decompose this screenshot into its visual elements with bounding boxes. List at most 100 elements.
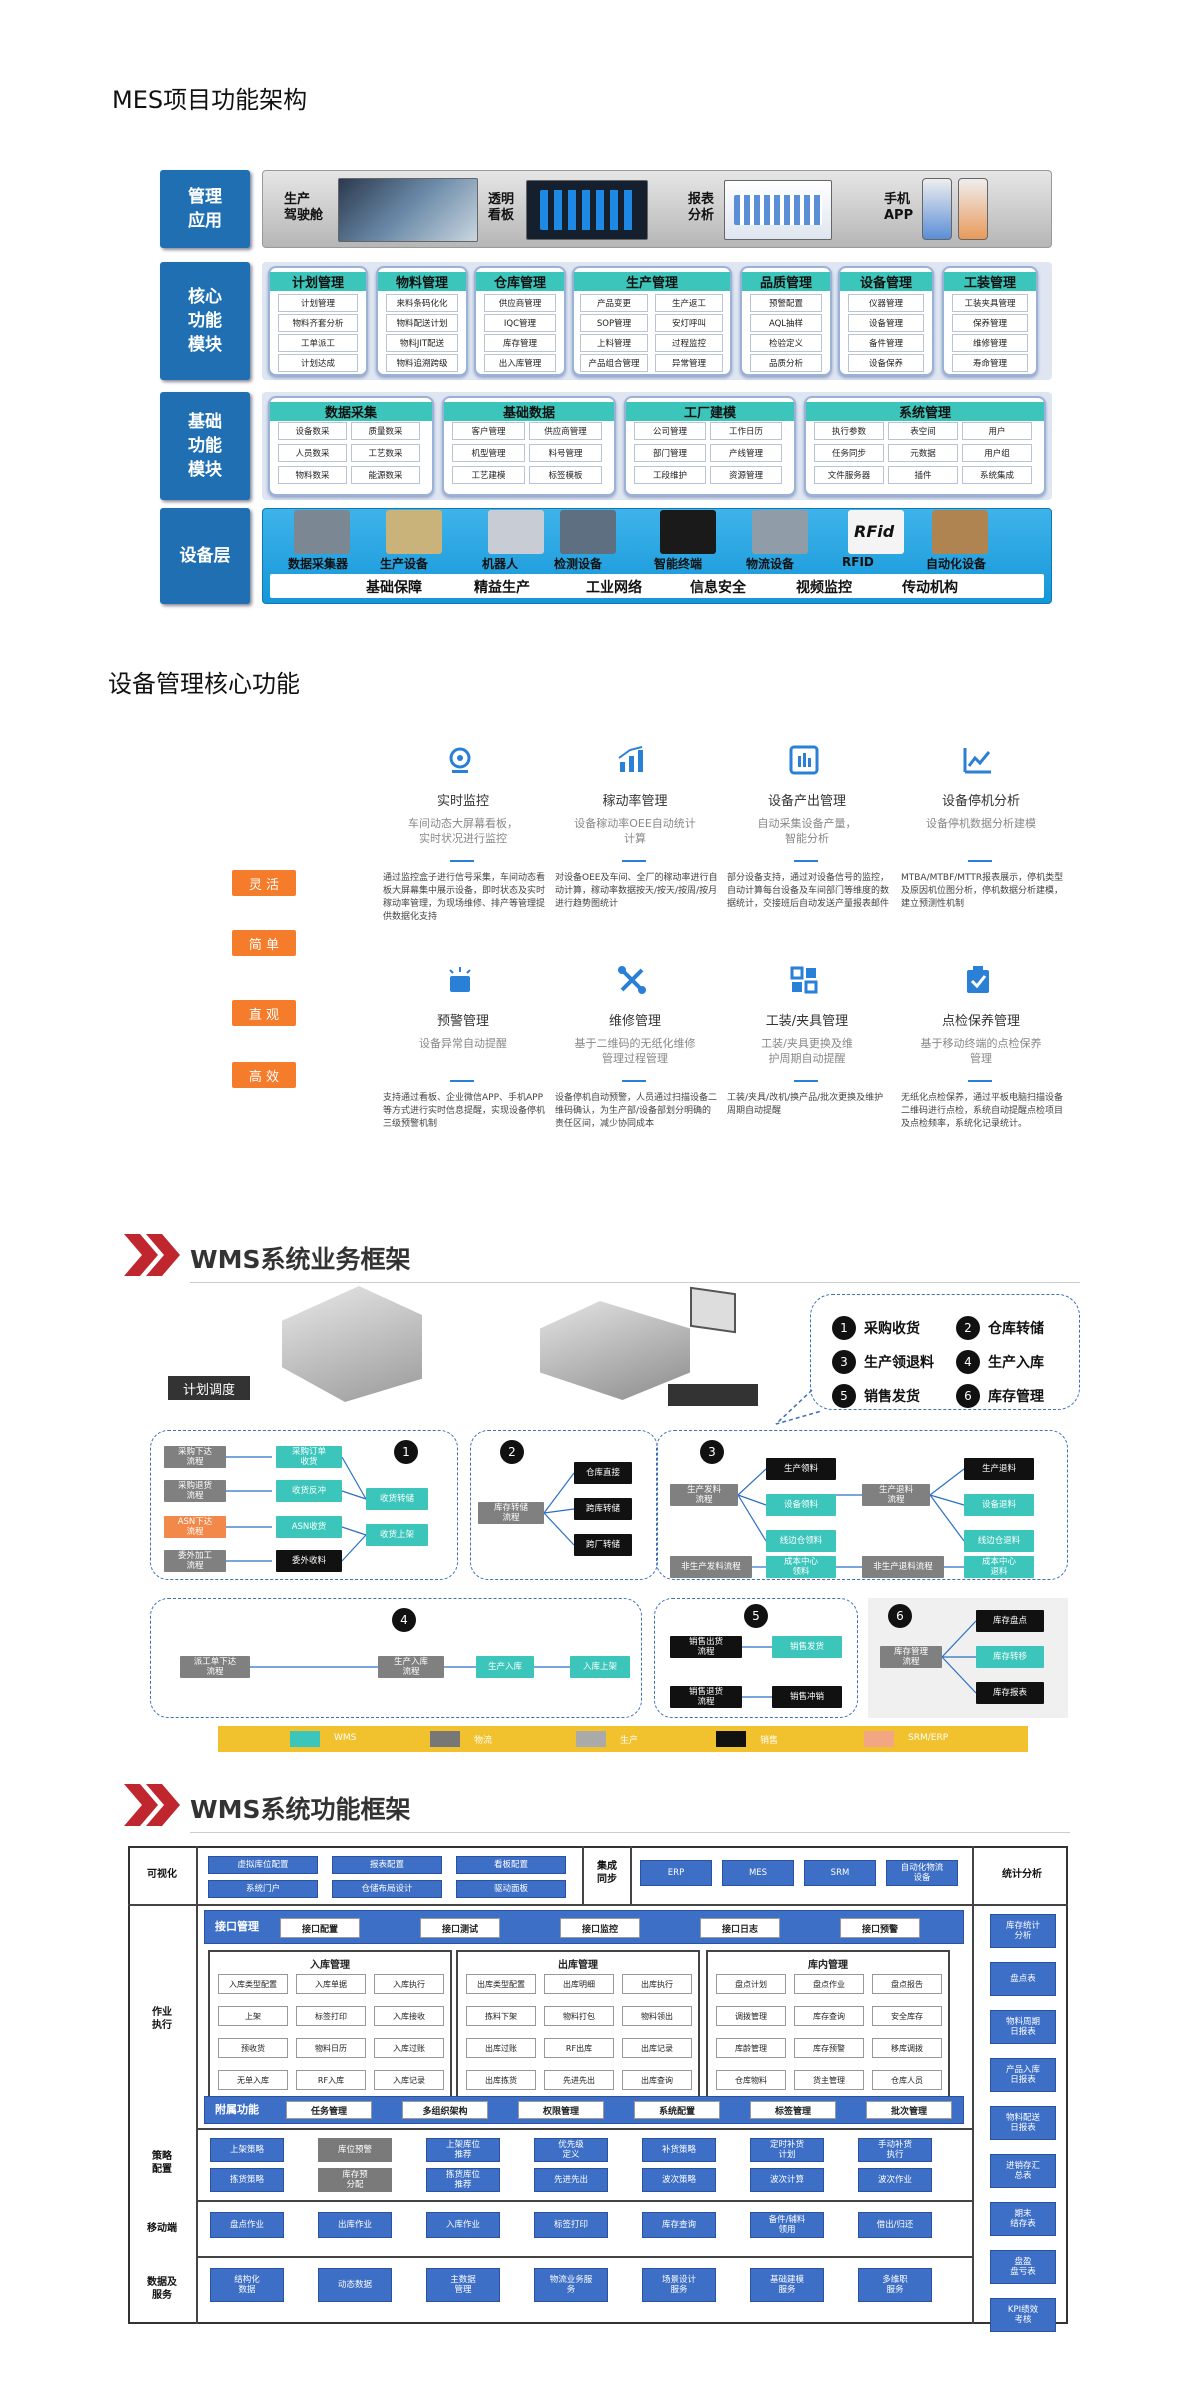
base-sub-item: 工段维护 (634, 466, 706, 484)
base-sub-item: 部门管理 (634, 444, 706, 462)
base-module: 数据采集设备数采质量数采人员数采工艺数采物料数采能源数采 (268, 396, 434, 496)
iface-item: 接口配置 (280, 1918, 360, 1938)
flow-step: 销售冲销 (772, 1686, 842, 1708)
device-label: 智能终端 (654, 557, 703, 571)
mobile-item: 入库作业 (426, 2212, 500, 2238)
core-module-title: 工装管理 (944, 272, 1036, 291)
function-description: 支持通过看板、企业微信APP、手机APP等方式进行实时信息提醒，实现设备停机三级… (383, 1093, 546, 1129)
aux-item: 系统配置 (634, 2101, 720, 2119)
section-2 (470, 1430, 658, 1580)
iface-item: 接口预警 (840, 1918, 920, 1938)
rfid-logo-text: RFid (854, 522, 895, 541)
core-sub-item: 备件管理 (848, 334, 924, 352)
mgmt-item: 货主管理 (794, 2070, 864, 2090)
frame-line (196, 2200, 972, 2202)
core-sub-item: 生产返工 (655, 294, 723, 312)
data-item: 多维职 服务 (858, 2268, 932, 2302)
app-board-label: 透明 看板 (488, 192, 515, 223)
footer-swatch (290, 1731, 320, 1747)
flow-step: ASN收货 (276, 1516, 342, 1538)
function-title: 设备产出管理 (767, 794, 846, 809)
stat-item: 盘盈 盘亏表 (990, 2250, 1056, 2284)
core-module-title: 品质管理 (742, 272, 830, 291)
foot-item: 视频监控 (796, 580, 852, 596)
base-sub-item: 设备数采 (278, 422, 347, 440)
core-module-title: 物料管理 (378, 272, 466, 291)
feature-tag: 灵 活 (232, 870, 296, 896)
core-sub-item: 工单派工 (278, 334, 358, 352)
mgmt-item: 先进先出 (544, 2070, 614, 2090)
stat-item: 库存统计 分析 (990, 1914, 1056, 1948)
mobile-item: 盘点作业 (210, 2212, 284, 2238)
base-sub-item: 质量数采 (351, 422, 420, 440)
integ-item: SRM (804, 1860, 876, 1886)
function-subtitle: 工装/夹具更换及维 护周期自动提醒 (761, 1037, 853, 1065)
integ-item: 自动化物流 设备 (886, 1860, 958, 1886)
base-sub-item: 人员数采 (278, 444, 347, 462)
strategy-item: 波次策略 (642, 2168, 716, 2192)
mgmt-item: 盘点报告 (872, 1974, 942, 1994)
legend-number: 6 (956, 1384, 980, 1408)
function-title: 实时监控 (436, 794, 489, 809)
flow-step: 收货反冲 (276, 1480, 342, 1502)
grid-icon (790, 966, 818, 994)
function-subtitle: 设备停机数据分析建模 (926, 817, 1036, 830)
device-image (932, 510, 988, 554)
footer-swatch (430, 1731, 460, 1747)
aux-item: 标签管理 (750, 2101, 836, 2119)
viz-item: 虚拟库位配置 (208, 1856, 318, 1874)
data-item: 结构化 数据 (210, 2268, 284, 2302)
strategy-item: 波次作业 (858, 2168, 932, 2192)
stat-item: KPI绩效 考核 (990, 2298, 1056, 2332)
equip-title: 设备管理核心功能 (108, 670, 300, 698)
flow-step: 生产领料 (766, 1458, 836, 1480)
flow-step: 委外加工 流程 (164, 1550, 226, 1572)
flow-step: 采购退货 流程 (164, 1480, 226, 1502)
mgmt-title: 库内管理 (808, 1960, 848, 1971)
function-description: 通过监控盒子进行信号采集，车间动态看板大屏幕集中展示设备，即时状态及实时稼动率管… (383, 873, 546, 922)
device-label: RFID (842, 555, 874, 569)
mgmt-item: 入库记录 (374, 2070, 444, 2090)
core-sub-item: 安灯呼叫 (655, 314, 723, 332)
chart-box-icon (789, 745, 819, 775)
base-sub-item: 标签模板 (529, 466, 602, 484)
bubble-tail (775, 1389, 822, 1425)
legend-bubble (810, 1294, 1080, 1410)
flow-step: 派工单下达 流程 (180, 1656, 250, 1678)
frame-line (582, 1846, 584, 1904)
function-divider (968, 1080, 992, 1082)
legend-number: 4 (956, 1350, 980, 1374)
mgmt-item: 拣料下架 (466, 2006, 536, 2026)
mgmt-item: 入库单据 (296, 1974, 366, 1994)
base-sub-item: 机型管理 (452, 444, 525, 462)
data-item: 动态数据 (318, 2268, 392, 2302)
flow-step: 采购订单 收货 (276, 1446, 342, 1468)
strategy-item: 手动补货 执行 (858, 2138, 932, 2162)
base-module: 系统管理执行参数表空间用户任务同步元数据用户组文件服务器插件系统集成 (804, 396, 1046, 496)
legend-text: 销售发货 (864, 1389, 920, 1405)
iface-item: 接口测试 (420, 1918, 500, 1938)
flow-step: 仓库直接 (574, 1462, 632, 1484)
core-module-title: 设备管理 (840, 272, 932, 291)
function-divider (968, 860, 992, 862)
device-image (752, 510, 808, 554)
core-sub-item: 出入库管理 (484, 354, 556, 372)
core-sub-item: 设备保养 (848, 354, 924, 372)
flow-step: 非生产发料流程 (670, 1556, 752, 1578)
stat-item: 盘点表 (990, 1962, 1056, 1996)
mobile-item: 备件/辅料 领用 (750, 2212, 824, 2238)
function-subtitle: 基于二维码的无纸化维修 管理过程管理 (574, 1037, 696, 1065)
app-cockpit-label: 生产 驾驶舱 (284, 192, 324, 223)
footer-label: 销售 (760, 1736, 779, 1746)
base-module: 工厂建模公司管理工作日历部门管理产线管理工段维护资源管理 (624, 396, 796, 496)
section-number-6: 6 (888, 1604, 912, 1628)
core-sub-item: 计划达成 (278, 354, 358, 372)
section-number-4: 4 (392, 1608, 416, 1632)
footer-label: SRM/ERP (908, 1733, 949, 1743)
mgmt-item: 仓库人员 (872, 2070, 942, 2090)
aux-item: 多组织架构 (402, 2101, 488, 2119)
function-subtitle: 自动采集设备产量， 智能分析 (757, 817, 857, 845)
viz-item: 报表配置 (332, 1856, 442, 1874)
legend-text: 生产领退料 (864, 1355, 934, 1371)
flow-step: 销售发货 (772, 1636, 842, 1658)
